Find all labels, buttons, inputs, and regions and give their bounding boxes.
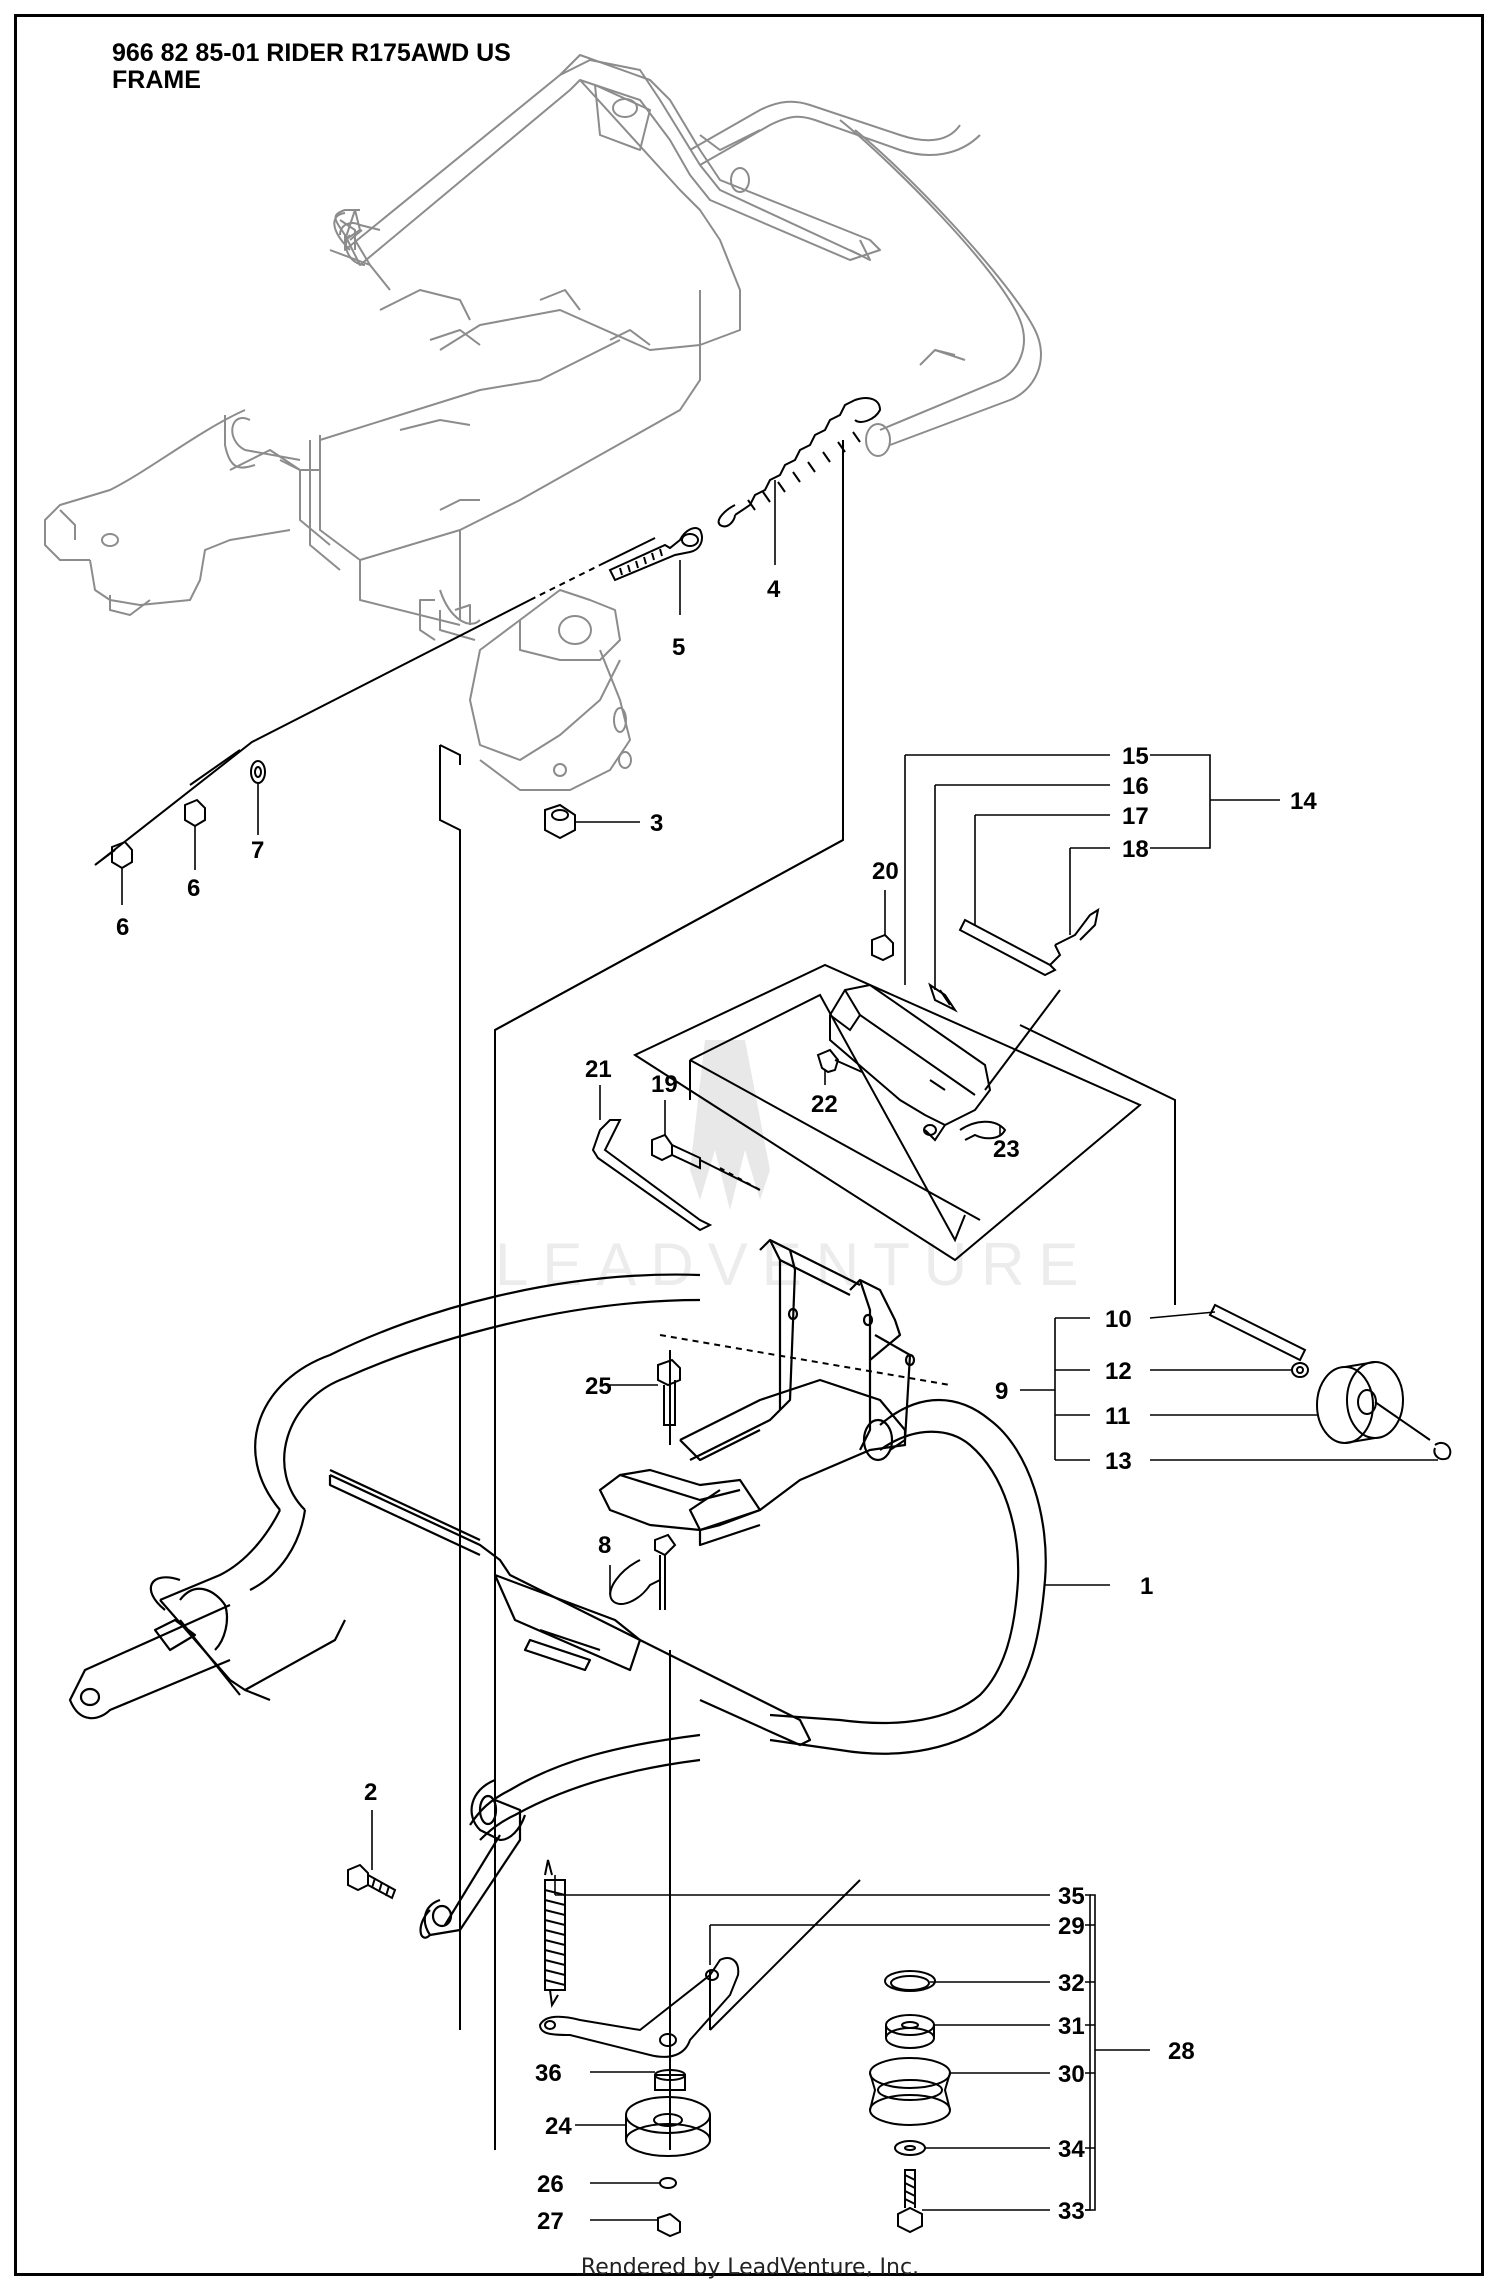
rod-part-21 [591,1119,713,1232]
bracket-part-29 [538,1957,740,2058]
callout-19: 19 [651,1071,678,1098]
callout-29: 29 [1058,1913,1085,1940]
callout-33: 33 [1058,2198,1085,2225]
callout-15: 15 [1122,743,1149,770]
callout-24: 24 [545,2113,572,2140]
callout-28: 28 [1168,2038,1195,2065]
spring-part-35 [544,1859,566,1991]
main-bracket-assembly [68,1238,1047,1939]
callout-9: 9 [995,1378,1008,1405]
assembly-lines [94,440,1176,2150]
callout-16: 16 [1122,773,1149,800]
wheel-part-11 [1316,1366,1374,1444]
callout-10: 10 [1105,1306,1132,1333]
callout-34: 34 [1058,2136,1085,2163]
hairpin-part-23 [959,1120,1007,1141]
model-line: 966 82 85-01 RIDER R175AWD US [112,39,511,67]
spring-part-4 [717,397,882,528]
callout-32: 32 [1058,1970,1085,1997]
callout-8: 8 [598,1532,611,1559]
callout-21: 21 [585,1056,612,1083]
nut-part-27 [657,2212,681,2238]
callout-7: 7 [251,837,264,864]
callout-6a: 6 [116,914,129,941]
ghost-upper-frame [44,54,1042,791]
callout-22: 22 [811,1091,838,1118]
washer-part-7 [250,760,266,784]
bolt-part-22 [816,1048,840,1074]
render-credit: Rendered by LeadVenture, Inc. [580,2255,920,2280]
callout-25: 25 [585,1373,612,1400]
callout-5: 5 [672,634,685,661]
washer-part-12 [1291,1362,1309,1378]
pedal-part-15 [829,983,992,1127]
callout-14: 14 [1290,788,1317,815]
callout-4: 4 [767,576,781,603]
bolt-part-25 [657,1358,681,1387]
axle-part-10 [1208,1303,1307,1362]
callout-27: 27 [537,2208,564,2235]
washer-part-34 [894,2140,926,2156]
washer-part-26 [659,2177,677,2189]
title-block: 966 82 85-01 RIDER R175AWD US FRAME [112,40,511,94]
callout-26: 26 [537,2171,564,2198]
callout-23: 23 [993,1136,1020,1163]
callout-1: 1 [1140,1573,1153,1600]
spring-part-8 [609,1533,677,1610]
callout-36: 36 [535,2060,562,2087]
callout-11: 11 [1105,1403,1130,1430]
clip-part-13 [1433,1441,1452,1461]
callout-35: 35 [1058,1883,1085,1910]
callout-17: 17 [1122,803,1149,830]
clip-part-16 [928,982,958,1013]
nut-part-3 [544,803,576,840]
spacer-part-36 [654,2074,686,2091]
callout-30: 30 [1058,2061,1085,2088]
nut-part-6-lower [111,840,133,870]
bolt-part-33 [897,2206,923,2234]
callout-18: 18 [1122,836,1149,863]
nut-part-6-upper [184,798,206,828]
callout-20: 20 [872,858,899,885]
nut-part-20 [871,933,894,962]
lower-hardware [347,1859,951,2238]
callout-13: 13 [1105,1448,1132,1475]
pin-part-18 [1054,907,1100,946]
idler-pulley-part-30 [869,2057,951,2089]
callout-3: 3 [650,810,663,837]
callout-31: 31 [1058,2013,1085,2040]
pedal-assembly [816,907,1100,1142]
callout-12: 12 [1105,1358,1132,1385]
middle-hardware [591,1119,761,1610]
plate-part-17 [958,918,1057,977]
callout-leaders [121,480,1438,2221]
wheel-assembly [1208,1303,1452,1461]
bolt-part-19 [651,1133,673,1162]
section-title: FRAME [112,66,201,94]
watermark-logo-icon [690,1040,770,1210]
bearing-part-31 [885,2014,935,2036]
callout-6b: 6 [187,875,200,902]
callout-labels: 1 2 3 4 5 6 6 7 8 9 10 11 12 13 14 15 16… [116,576,1317,2235]
upper-hardware [111,397,882,870]
bolt-part-2 [347,1863,369,1892]
callout-2: 2 [364,1779,377,1806]
eyebolt-part-5 [608,527,703,582]
